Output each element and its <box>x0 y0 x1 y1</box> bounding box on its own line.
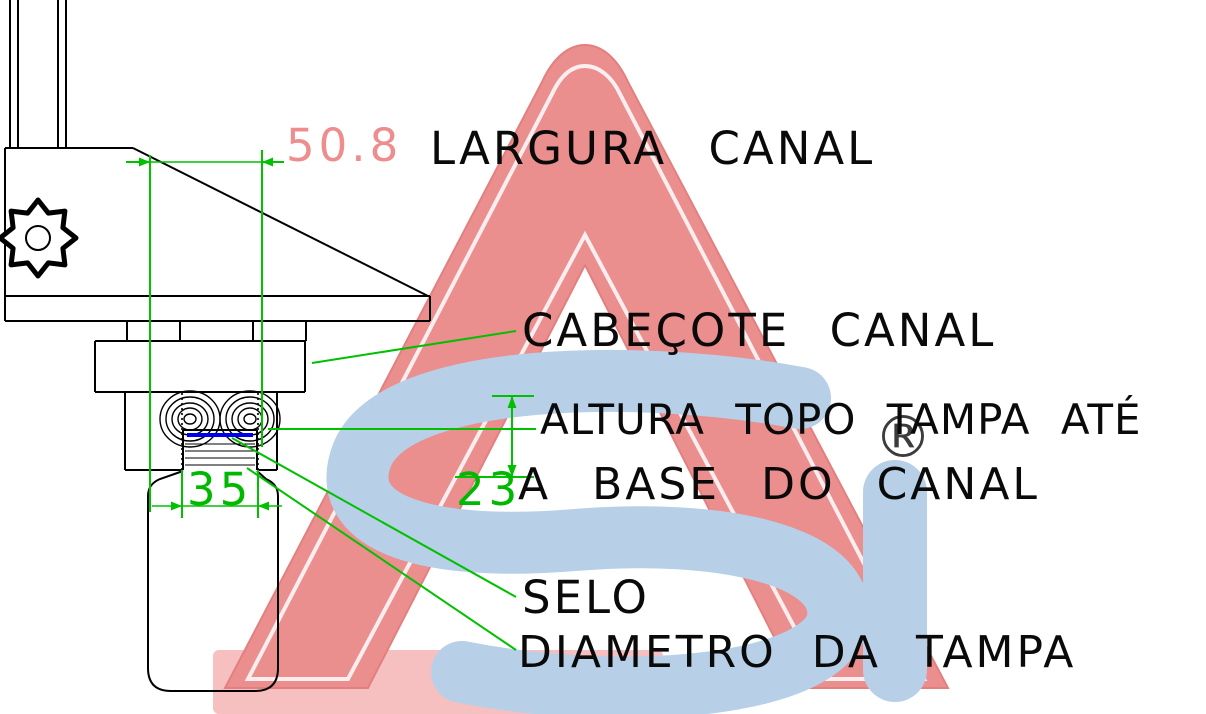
label-selo: SELO <box>522 571 650 624</box>
label-cabecote-canal: CABEÇOTE CANAL <box>522 304 997 357</box>
bottle-cap <box>182 429 258 470</box>
label-largura-canal: LARGURA CANAL <box>430 122 876 175</box>
dimension-value-altura: 23 <box>456 463 522 516</box>
dimension-value-diametro: 35 <box>187 463 253 516</box>
leader-lines <box>231 330 536 651</box>
leader-diametro <box>246 467 517 651</box>
registered-trademark-icon: ® <box>874 403 932 471</box>
mounting-plate <box>4 295 431 322</box>
leader-selo <box>231 437 517 598</box>
label-altura-line1: ALTURA TOPO TAMPA ATÉ <box>540 395 1142 444</box>
dimension-diametro <box>152 470 282 518</box>
watermark-letter-a-inline <box>244 63 928 681</box>
dimension-value-largura: 50.8 <box>286 119 403 172</box>
label-diametro-tampa: DIAMETRO DA TAMPA <box>518 627 1077 678</box>
plate-bosses <box>126 321 307 341</box>
dimension-lines <box>126 150 536 651</box>
label-altura-line2: A BASE DO CANAL <box>518 459 1040 510</box>
watermark-logo <box>213 43 950 714</box>
dimension-altura <box>455 395 534 478</box>
watermark-letter-s <box>326 349 870 714</box>
dimension-largura <box>126 150 284 512</box>
bracket-gusset <box>4 147 429 297</box>
leader-cabecote <box>311 330 517 364</box>
support-column <box>9 0 67 148</box>
hand-knob <box>0 197 79 279</box>
